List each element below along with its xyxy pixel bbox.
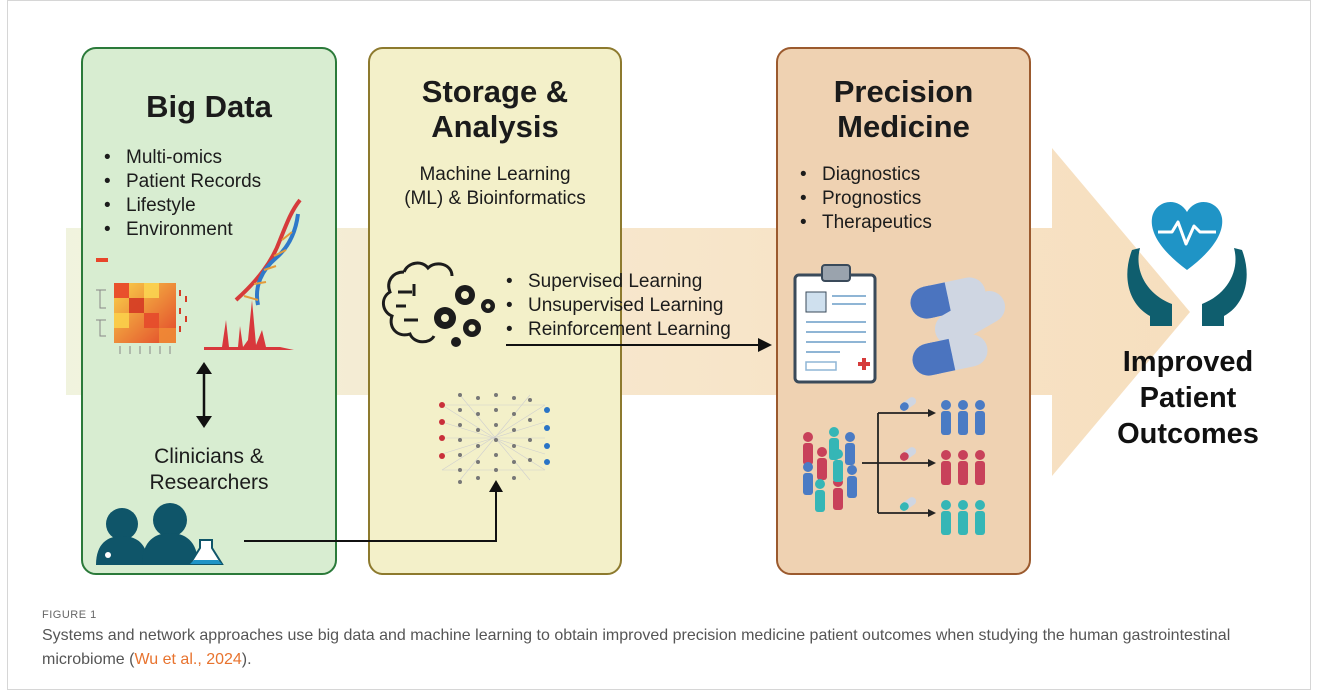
caption-end: ). <box>241 651 252 668</box>
list-item: Patient Records <box>104 170 261 194</box>
list-item: Multi-omics <box>104 146 261 170</box>
clinicians-label-line1: Clinicians & <box>154 445 264 468</box>
blue-patients <box>941 400 985 435</box>
figure-label: FIGURE 1 <box>42 609 97 621</box>
storage-subtitle: Machine Learning (ML) & Bioinformatics <box>369 163 621 211</box>
ml-to-precision-arrow <box>506 338 772 352</box>
branch-arrows <box>862 409 936 517</box>
outcome-label: Improved Patient Outcomes <box>1098 344 1278 452</box>
precision-title: Precision Medicine <box>777 74 1030 144</box>
clipboard-icon <box>793 264 877 384</box>
patient-groups-icon <box>803 397 985 535</box>
clinicians-label: Clinicians & Researchers <box>82 444 336 496</box>
storage-title: Storage & Analysis <box>369 74 621 144</box>
heart-hands-icon <box>1127 201 1247 326</box>
precision-list: Diagnostics Prognostics Therapeutics <box>800 163 932 235</box>
list-item: Environment <box>104 218 261 242</box>
list-item: Reinforcement Learning <box>506 318 731 342</box>
gear-icons <box>434 285 495 347</box>
pills-icon <box>910 277 1006 376</box>
caption-text: Systems and network approaches use big d… <box>42 627 1231 668</box>
list-item: Unsupervised Learning <box>506 294 731 318</box>
storage-title-line2: Analysis <box>431 109 559 144</box>
big-data-list: Multi-omics Patient Records Lifestyle En… <box>104 146 261 242</box>
storage-title-line1: Storage & <box>421 74 569 109</box>
outcome-line1: Improved <box>1122 346 1254 378</box>
heatmap-icon <box>96 258 187 354</box>
citation-link[interactable]: Wu et al., 2024 <box>134 651 242 668</box>
red-patients <box>941 450 985 485</box>
list-item: Therapeutics <box>800 211 932 235</box>
mini-pills <box>899 397 917 511</box>
mixed-patients-group <box>803 427 857 512</box>
precision-title-line1: Precision <box>833 74 974 109</box>
outcome-line3: Outcomes <box>1117 418 1259 450</box>
list-item: Prognostics <box>800 187 932 211</box>
brain-gears-icon <box>382 261 454 344</box>
teal-patients <box>941 500 985 535</box>
outcome-line2: Patient <box>1139 382 1237 414</box>
list-item: Lifestyle <box>104 194 261 218</box>
spectrum-icon <box>204 300 294 350</box>
ml-types-list: Supervised Learning Unsupervised Learnin… <box>506 270 731 342</box>
clinicians-icon <box>96 503 224 565</box>
clinicians-label-line2: Researchers <box>149 471 269 494</box>
double-arrow-icon <box>196 362 212 428</box>
precision-title-line2: Medicine <box>837 109 970 144</box>
big-data-title: Big Data <box>146 89 272 124</box>
figure-caption: Systems and network approaches use big d… <box>42 624 1282 672</box>
list-item: Diagnostics <box>800 163 932 187</box>
storage-subtitle-line2: (ML) & Bioinformatics <box>404 188 586 209</box>
dna-icon <box>234 198 302 306</box>
storage-subtitle-line1: Machine Learning <box>419 164 571 185</box>
list-item: Supervised Learning <box>506 270 731 294</box>
neural-network-icon <box>439 393 550 484</box>
clinician-to-ml-arrow <box>244 480 503 542</box>
